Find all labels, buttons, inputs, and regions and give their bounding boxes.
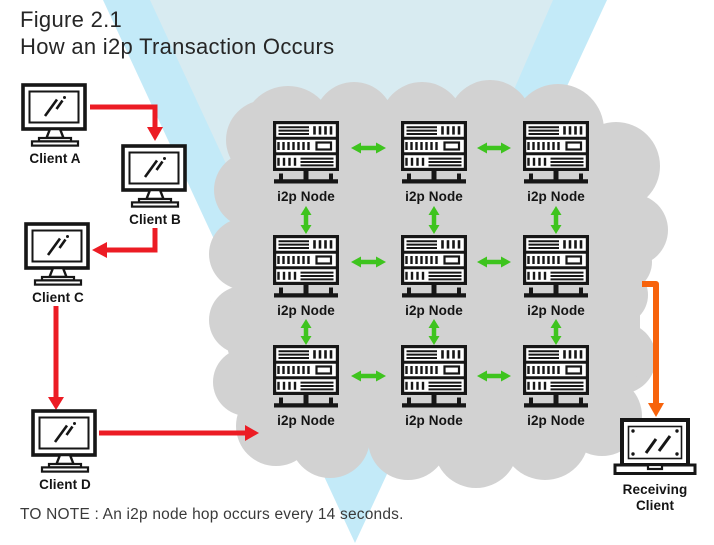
client-c-label: Client C <box>32 290 84 305</box>
arrow-client-d-to-cloud <box>99 425 259 441</box>
footnote: TO NOTE : An i2p node hop occurs every 1… <box>20 506 404 523</box>
receiving-client-label: Receiving Client <box>622 482 688 513</box>
client-a-label: Client A <box>29 151 81 166</box>
i2p-node-label: i2p Node <box>527 189 585 204</box>
i2p-node-1-1: i2p Node <box>261 121 351 205</box>
server-rack-icon <box>401 345 467 409</box>
client-d: Client D <box>20 409 110 493</box>
desktop-monitor-icon <box>29 409 101 473</box>
figure-title: How an i2p Transaction Occurs <box>20 34 335 59</box>
i2p-node-label: i2p Node <box>527 413 585 428</box>
i2p-node-label: i2p Node <box>527 303 585 318</box>
server-rack-icon <box>273 121 339 185</box>
client-a: Client A <box>10 83 100 167</box>
i2p-node-label: i2p Node <box>405 189 463 204</box>
i2p-node-3-2: i2p Node <box>389 345 479 429</box>
server-rack-icon <box>273 235 339 299</box>
arrow-node-links-horizontal <box>351 142 511 382</box>
desktop-monitor-icon <box>119 144 191 208</box>
i2p-node-1-3: i2p Node <box>511 121 601 205</box>
server-rack-icon <box>523 345 589 409</box>
i2p-node-label: i2p Node <box>405 413 463 428</box>
server-rack-icon <box>523 121 589 185</box>
client-c: Client C <box>13 222 103 306</box>
arrow-cloud-to-receiving-client <box>642 281 664 417</box>
server-rack-icon <box>273 345 339 409</box>
i2p-node-2-1: i2p Node <box>261 235 351 319</box>
i2p-node-label: i2p Node <box>277 189 335 204</box>
figure-number: Figure 2.1 <box>20 7 123 32</box>
client-d-label: Client D <box>39 477 91 492</box>
server-rack-icon <box>523 235 589 299</box>
server-rack-icon <box>401 121 467 185</box>
client-b-label: Client B <box>129 212 181 227</box>
desktop-monitor-icon <box>22 222 94 286</box>
desktop-monitor-icon <box>19 83 91 147</box>
arrow-client-c-to-d <box>48 306 64 410</box>
i2p-node-3-3: i2p Node <box>511 345 601 429</box>
arrow-client-a-to-b <box>90 104 163 141</box>
i2p-node-label: i2p Node <box>277 413 335 428</box>
arrow-client-b-to-c <box>92 228 158 258</box>
laptop-icon <box>613 418 697 478</box>
i2p-node-3-1: i2p Node <box>261 345 351 429</box>
server-rack-icon <box>401 235 467 299</box>
receiving-client: Receiving Client <box>607 418 703 514</box>
i2p-node-label: i2p Node <box>405 303 463 318</box>
arrow-node-links-vertical <box>300 206 562 345</box>
i2p-node-2-2: i2p Node <box>389 235 479 319</box>
i2p-node-2-3: i2p Node <box>511 235 601 319</box>
i2p-node-1-2: i2p Node <box>389 121 479 205</box>
client-b: Client B <box>110 144 200 228</box>
i2p-node-label: i2p Node <box>277 303 335 318</box>
